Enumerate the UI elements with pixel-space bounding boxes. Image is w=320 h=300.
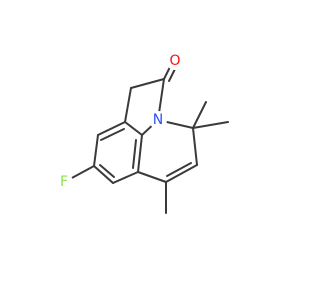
oxygen-label: O [169,53,180,69]
bond-ch-cme [165,164,198,183]
bond-cme-aryl [137,171,167,183]
bond-benz-4 [112,171,139,184]
molecule-structure: O N F [55,52,229,214]
bond-benz-3 [93,165,114,184]
bond-group [69,62,229,214]
bond-benz-1 [97,121,126,136]
bond-ch-cme-inner [166,162,192,177]
nitrogen-atom: N [149,111,167,129]
bond-benz-3-inner [99,164,115,178]
bond-c-f [69,165,95,180]
oxygen-atom: O [166,52,184,70]
bond-gem-methyl-2 [192,101,207,129]
bond-ch2-aryl [124,87,132,123]
bond-benz-5 [137,134,143,173]
bond-benz-5-inner [132,139,137,169]
nitrogen-label: N [153,112,163,128]
bond-gem-methyl-1 [192,121,229,129]
fluorine-label: F [60,174,68,190]
bond-benz-1-inner [100,128,125,141]
fluorine-atom: F [55,173,73,191]
bond-cq-ch [192,127,198,166]
bond-ch2-carbonyl [130,78,165,89]
atom-label-group: O N F [55,52,184,191]
molecule-diagram: O N F [55,52,229,214]
bond-benz-2 [93,134,99,167]
bond-aryl-fusion [124,121,143,136]
